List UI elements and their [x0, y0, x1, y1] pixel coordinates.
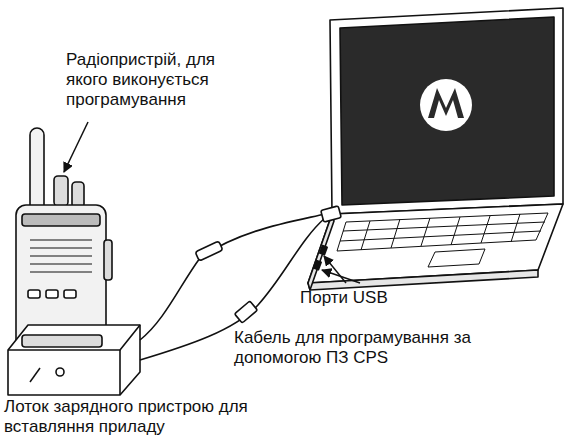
- callout-label: Кабель для програмування за допомогою ПЗ…: [234, 328, 556, 368]
- usb-port: [320, 246, 327, 255]
- radio: [16, 128, 112, 355]
- keyboard: [337, 213, 548, 267]
- charger-tray: [8, 325, 140, 395]
- laptop: [308, 8, 563, 290]
- motorola-logo: [420, 79, 472, 131]
- usb-port: [314, 261, 321, 270]
- callout-label: Радіопристрій, для якого виконується про…: [66, 50, 248, 110]
- callout-label: Лоток зарядного пристрою для вставляння …: [4, 397, 338, 437]
- callout-label: Порти USB: [300, 288, 430, 308]
